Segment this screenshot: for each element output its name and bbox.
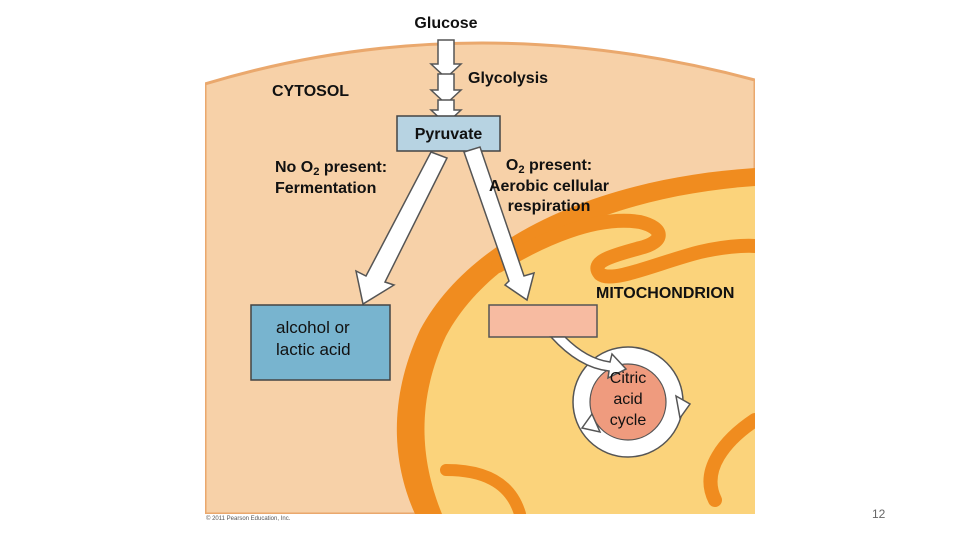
fermentation-product-label: alcohol or lactic acid bbox=[276, 317, 351, 361]
aerobic-arrow bbox=[463, 146, 536, 302]
no-o2-suffix: present: bbox=[319, 159, 388, 176]
pyruvate-label: Pyruvate bbox=[414, 126, 483, 143]
glycolysis-arrows bbox=[429, 39, 463, 126]
glucose-label: Glucose bbox=[414, 15, 478, 32]
citric-text: Citric bbox=[609, 370, 647, 387]
fermentation-arrow bbox=[354, 151, 449, 306]
alcohol-text: alcohol or bbox=[276, 318, 350, 337]
acid-text: acid bbox=[613, 390, 643, 408]
fermentation-text: Fermentation bbox=[275, 179, 377, 197]
cycle-arrowhead-right bbox=[674, 394, 692, 420]
o2-suffix: present: bbox=[524, 157, 593, 174]
cycle-entry-arrow bbox=[549, 336, 628, 380]
aerobic-condition-label: O2 present: Aerobic cellular respiration bbox=[474, 156, 624, 217]
o2-subscript: 2 bbox=[518, 163, 525, 176]
pyruvate-box bbox=[396, 115, 501, 152]
aerobic-text: Aerobic cellular bbox=[488, 177, 610, 195]
glycolysis-label: Glycolysis bbox=[468, 70, 549, 87]
cycle-arrowhead-left bbox=[580, 412, 602, 434]
citric-acid-cycle-label: Citric acid cycle bbox=[598, 369, 658, 431]
copyright-notice: © 2011 Pearson Education, Inc. bbox=[206, 516, 291, 522]
page-number: 12 bbox=[872, 507, 886, 521]
no-o2-subscript: 2 bbox=[313, 165, 320, 178]
o2-prefix: O bbox=[505, 157, 519, 174]
mitochondrion-cristae-lower bbox=[703, 413, 755, 507]
no-o2-prefix: No O bbox=[275, 159, 314, 176]
cycle-text: cycle bbox=[609, 411, 647, 429]
mitochondrion-cristae bbox=[491, 213, 755, 284]
citric-acid-cycle-core bbox=[589, 363, 667, 441]
fermentation-product-box bbox=[250, 304, 391, 381]
mitochondrion-cristae-left bbox=[440, 464, 526, 514]
lactic-acid-text: lactic acid bbox=[276, 340, 351, 360]
cytosol-label: CYTOSOL bbox=[272, 83, 350, 100]
respiration-text: respiration bbox=[507, 197, 591, 215]
fermentation-condition-label: No O2 present: Fermentation bbox=[275, 158, 387, 199]
mitochondrion-label: MITOCHONDRION bbox=[596, 285, 735, 302]
acetyl-box bbox=[488, 304, 598, 338]
